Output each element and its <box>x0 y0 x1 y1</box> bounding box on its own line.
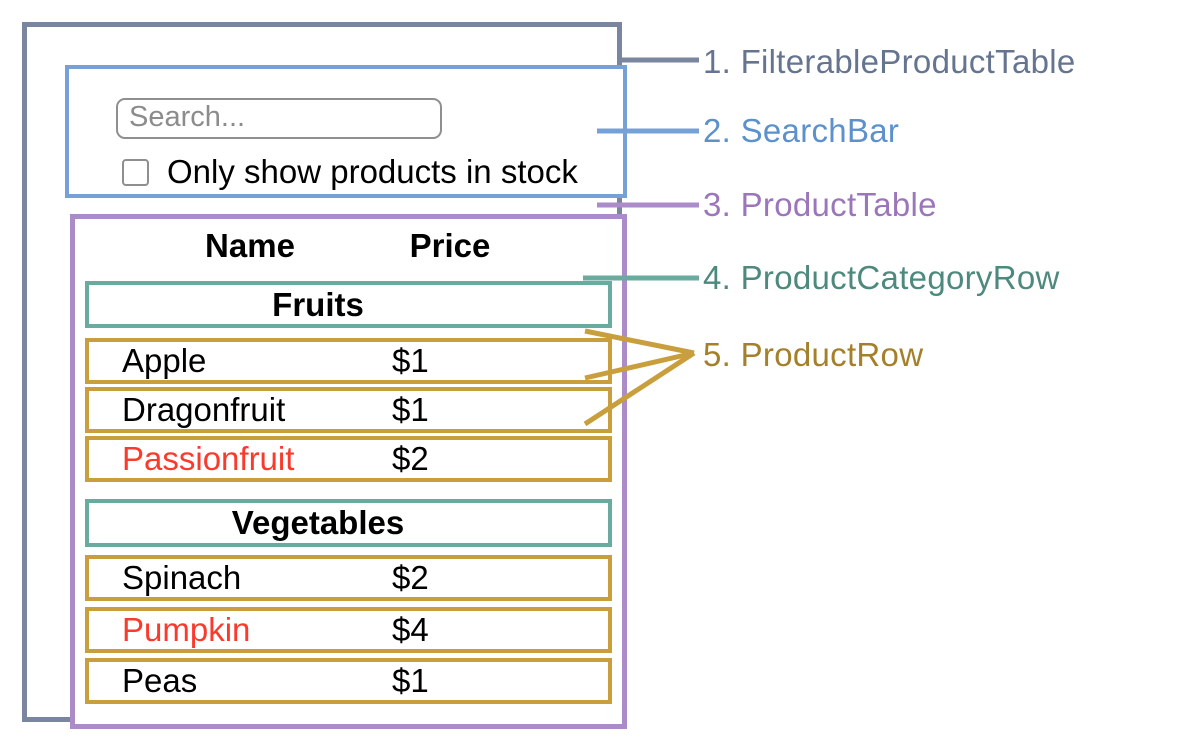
legend-filterable-product-table: 1. FilterableProductTable <box>703 43 1076 80</box>
product-row-dragonfruit: Dragonfruit $1 <box>85 387 612 433</box>
in-stock-checkbox-label: Only show products in stock <box>167 153 578 190</box>
filterable-product-table-box: Only show products in stock Name Price F… <box>22 22 627 729</box>
product-row-pumpkin: Pumpkin $4 <box>85 607 612 653</box>
legend-product-table: 3. ProductTable <box>703 186 937 223</box>
category-label: Fruits <box>272 285 364 323</box>
search-bar-box: Only show products in stock <box>65 65 627 198</box>
category-row-fruits: Fruits <box>85 281 612 328</box>
product-name: Passionfruit <box>122 440 295 477</box>
product-price: $1 <box>392 662 429 699</box>
category-label: Vegetables <box>231 504 405 541</box>
product-row-passionfruit: Passionfruit $2 <box>85 436 612 482</box>
stock-filter-row: Only show products in stock <box>122 153 578 190</box>
product-name: Spinach <box>122 559 242 596</box>
table-header-row: Name Price <box>75 227 622 265</box>
product-price: $2 <box>392 440 429 477</box>
name-column-header: Name <box>205 227 295 264</box>
legend-product-category-row: 4. ProductCategoryRow <box>703 259 1060 296</box>
product-price: $1 <box>392 342 429 379</box>
product-row-peas: Peas $1 <box>85 658 612 704</box>
product-table-box: Name Price Fruits Apple $1 Dragonfruit $… <box>70 214 627 729</box>
legend-product-row: 5. ProductRow <box>703 336 924 373</box>
product-price: $4 <box>392 611 429 648</box>
product-price: $2 <box>392 559 429 596</box>
product-row-spinach: Spinach $2 <box>85 555 612 601</box>
product-name: Apple <box>122 342 207 379</box>
product-row-apple: Apple $1 <box>85 338 612 384</box>
category-row-vegetables: Vegetables <box>85 499 612 547</box>
product-name: Dragonfruit <box>122 391 286 428</box>
product-name: Peas <box>122 662 198 699</box>
legend-search-bar: 2. SearchBar <box>703 112 900 149</box>
price-column-header: Price <box>409 227 491 264</box>
search-input[interactable] <box>116 98 442 139</box>
product-price: $1 <box>392 391 429 428</box>
in-stock-checkbox[interactable] <box>122 158 149 186</box>
product-name: Pumpkin <box>122 611 251 648</box>
